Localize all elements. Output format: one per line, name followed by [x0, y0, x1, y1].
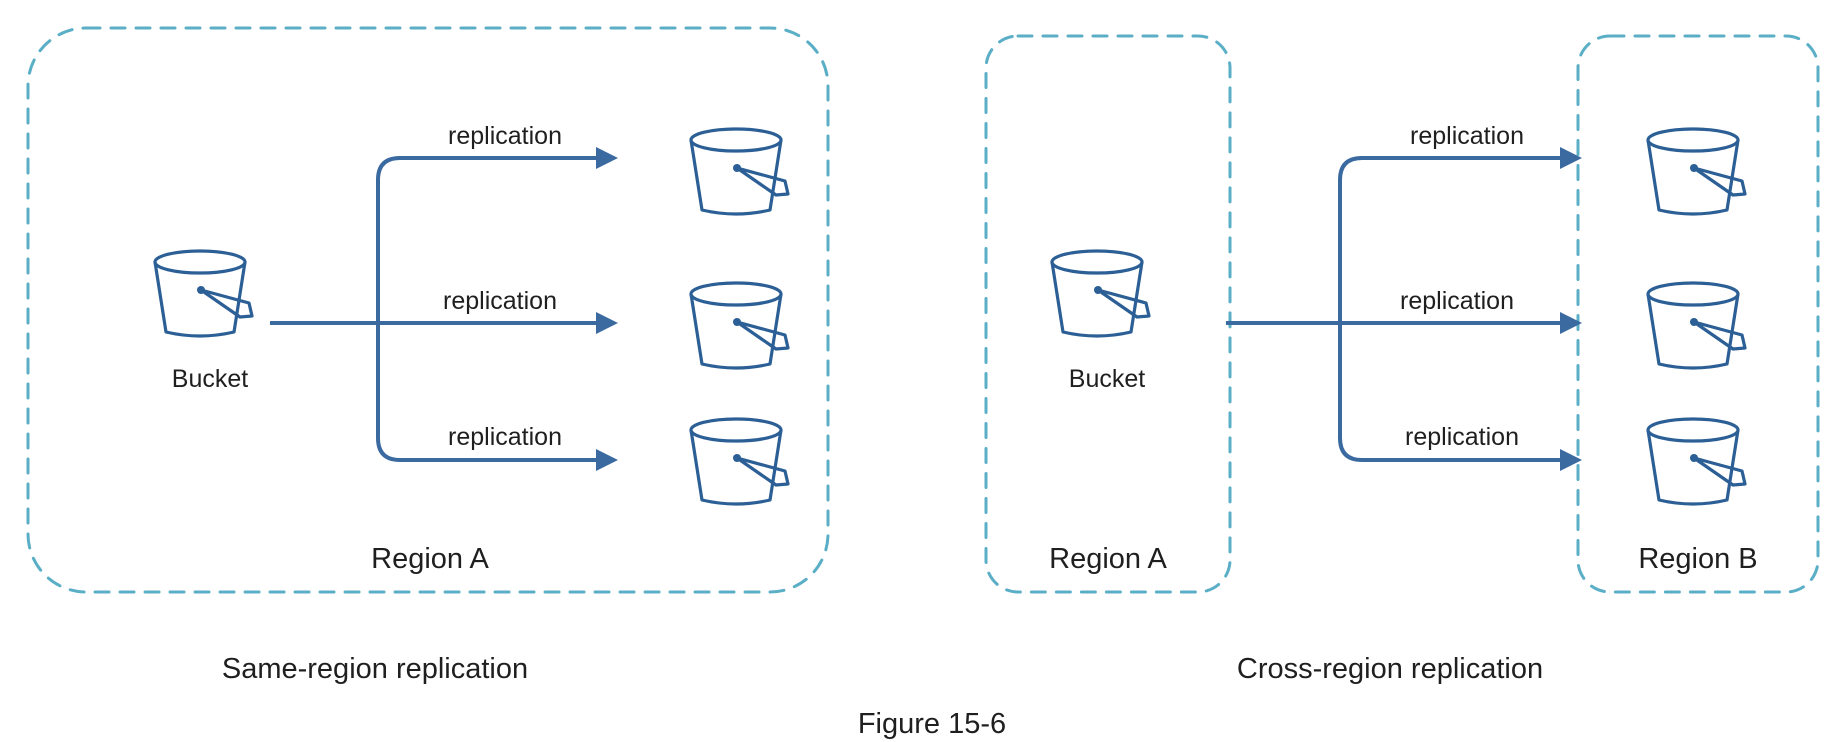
- source-bucket: Bucket: [153, 249, 254, 393]
- replication-label: replication: [1400, 287, 1514, 315]
- bucket-icon: [1050, 249, 1151, 338]
- replication-label: replication: [448, 423, 562, 451]
- arrowhead-icon: [1560, 312, 1582, 334]
- region-a-box: [984, 34, 1232, 594]
- bucket-icon: [1646, 281, 1747, 370]
- arrowhead-icon: [596, 449, 618, 471]
- replication-label: replication: [1410, 122, 1524, 150]
- source-bucket: Bucket: [1050, 249, 1151, 393]
- replication-branch: [376, 323, 598, 462]
- replication-branch: [1338, 323, 1562, 462]
- replication-arrows: [1226, 147, 1582, 471]
- bucket-icon: [689, 417, 790, 506]
- arrowhead-icon: [1560, 449, 1582, 471]
- cross-region-panel: Bucket replication replication replicati…: [984, 34, 1820, 685]
- bucket-icon: [1646, 417, 1747, 506]
- panel-caption: Same-region replication: [222, 653, 528, 685]
- bucket-icon: [153, 249, 254, 338]
- bucket-icon: [689, 127, 790, 216]
- region-label: Region B: [1638, 543, 1757, 575]
- same-region-panel: Bucket replication replication replicati…: [26, 26, 830, 685]
- replication-arrows: [270, 147, 618, 471]
- region-a-box: [26, 26, 830, 594]
- arrowhead-icon: [596, 147, 618, 169]
- arrowhead-icon: [1560, 147, 1582, 169]
- replication-branch: [1338, 156, 1562, 323]
- bucket-icon: [1646, 127, 1747, 216]
- source-bucket-label: Bucket: [1069, 365, 1145, 393]
- region-b-box: [1576, 34, 1820, 594]
- replication-label: replication: [1405, 423, 1519, 451]
- figure-caption: Figure 15-6: [858, 708, 1006, 740]
- replication-branch: [376, 156, 598, 325]
- arrowhead-icon: [596, 312, 618, 334]
- region-label: Region A: [1049, 543, 1167, 575]
- replication-label: replication: [443, 287, 557, 315]
- panel-caption: Cross-region replication: [1237, 653, 1543, 685]
- bucket-icon: [689, 281, 790, 370]
- source-bucket-label: Bucket: [172, 365, 248, 393]
- region-label: Region A: [371, 543, 489, 575]
- replication-label: replication: [448, 122, 562, 150]
